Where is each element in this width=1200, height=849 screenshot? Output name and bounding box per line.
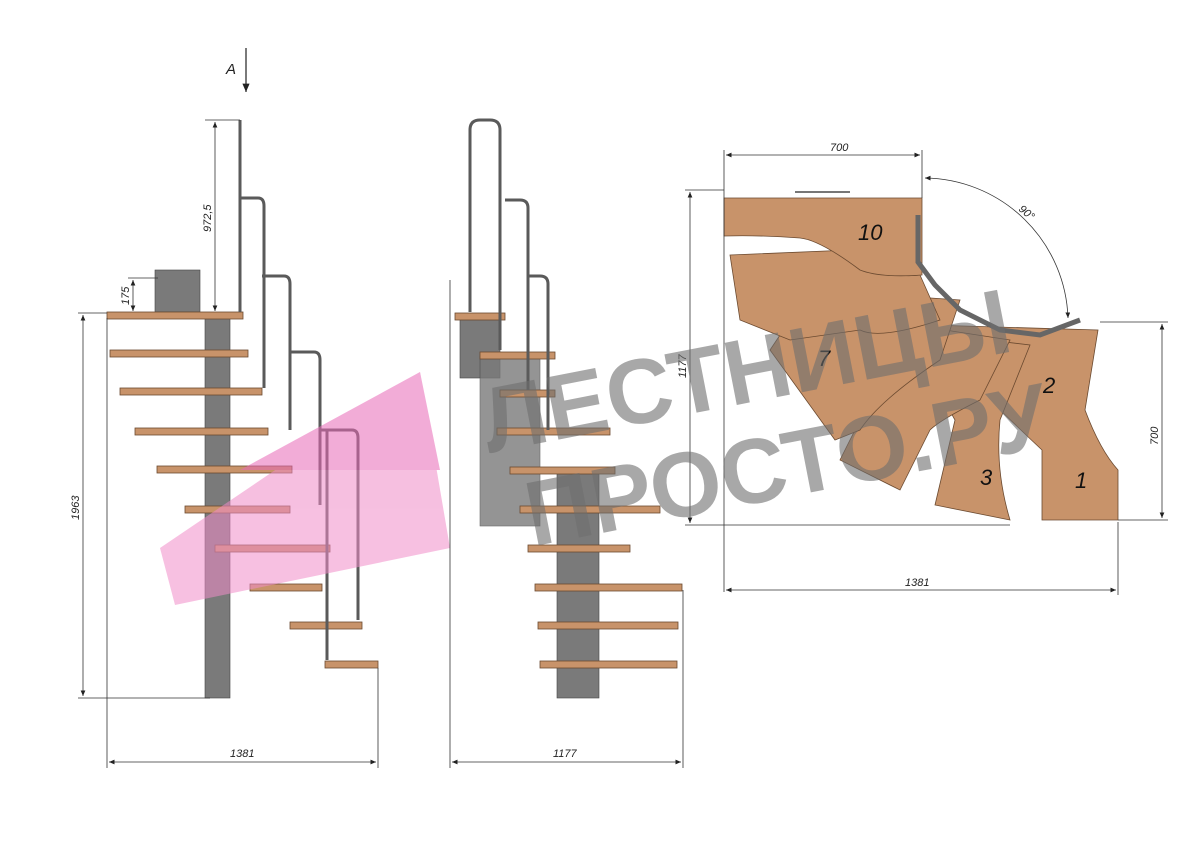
stair-tread [496, 427, 611, 436]
stair-tread [534, 583, 683, 592]
step-number-7: 7 [818, 346, 831, 371]
plan-view: 10 7 2 3 1 700 1177 700 1381 90° [677, 142, 1168, 595]
plan-depth-dimension: 1177 [677, 353, 689, 378]
pink-logo-watermark [160, 372, 450, 605]
stair-tread [537, 621, 679, 630]
stair-tread [527, 544, 631, 553]
stair-tread [509, 466, 616, 475]
step-number-10: 10 [858, 220, 883, 245]
wall-bracket [154, 269, 201, 313]
stair-tread [119, 387, 263, 396]
stair-tread [479, 351, 556, 360]
total-height-dimension: 1963 [70, 495, 82, 520]
side-elevation-view: A 972,5 175 1963 1381 [70, 48, 450, 768]
stair-tread [106, 311, 244, 320]
bracket-height-dimension: 175 [120, 286, 132, 305]
plan-total-width-dimension: 1381 [905, 577, 929, 589]
stair-tread [454, 312, 506, 321]
handrail-height-dimension: 972,5 [202, 204, 214, 232]
stair-tread [539, 660, 678, 669]
view-marker-label: A [225, 61, 236, 78]
plan-right-height-dimension: 700 [1149, 426, 1161, 445]
stair-tread [519, 505, 661, 514]
stair-tread [134, 427, 269, 436]
front-handrail [468, 118, 550, 430]
step-number-1: 1 [1075, 468, 1087, 493]
plan-top-width-dimension: 700 [830, 142, 849, 154]
step-number-3: 3 [980, 465, 993, 490]
side-width-dimension: 1381 [230, 748, 254, 760]
front-width-dimension: 1177 [553, 748, 578, 760]
front-treads [454, 312, 683, 669]
step-number-2: 2 [1042, 373, 1055, 398]
stair-tread [109, 349, 249, 358]
front-elevation-view: 1177 [449, 118, 684, 768]
turn-angle-dimension: 90° [1016, 203, 1037, 223]
stair-tread [324, 660, 379, 669]
